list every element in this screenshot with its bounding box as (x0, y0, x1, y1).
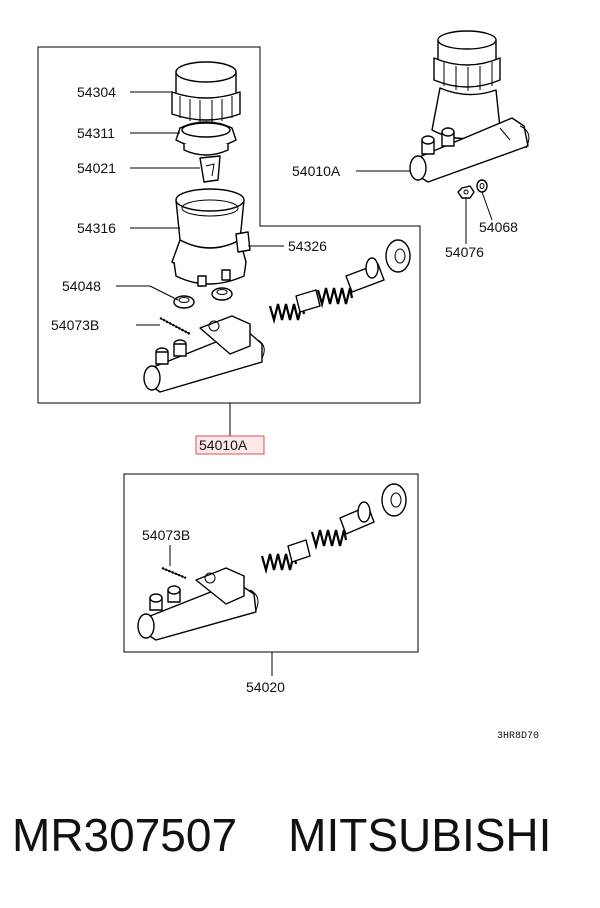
label-band: 54326 (288, 238, 327, 254)
master-cylinder-assembly-top-right[interactable] (409, 30, 530, 183)
reservoir-cap-part[interactable] (171, 61, 241, 122)
pin-upper-part[interactable] (159, 317, 191, 335)
strainer-part[interactable] (199, 155, 221, 183)
grommet-part[interactable] (173, 287, 233, 309)
lower-kit-frame (123, 473, 419, 653)
label-grommet: 54048 (62, 278, 101, 294)
piston-assembly-upper[interactable] (268, 239, 411, 325)
band-part[interactable] (235, 231, 251, 253)
highlight-box (195, 435, 265, 455)
label-reservoir: 54316 (77, 220, 116, 236)
washer-part[interactable] (476, 179, 488, 193)
reservoir-part[interactable] (171, 188, 247, 287)
pin-lower-part[interactable] (161, 566, 187, 580)
nut-part[interactable] (457, 185, 475, 199)
leader-lines (116, 91, 493, 676)
cylinder-body-upper[interactable] (143, 315, 265, 393)
label-gasket: 54311 (77, 125, 115, 141)
cylinder-body-lower[interactable] (137, 567, 259, 641)
label-cylinder-kit: 54020 (246, 679, 285, 695)
label-pin-upper: 54073B (51, 317, 99, 333)
label-assy-top-right: 54010A (292, 163, 341, 179)
gasket-part[interactable] (175, 121, 237, 156)
part-caption: MR307507 MITSUBISHI (12, 808, 551, 862)
piston-assembly-lower[interactable] (260, 483, 407, 575)
part-number: MR307507 (12, 809, 238, 861)
label-cap: 54304 (77, 84, 116, 100)
label-washer: 54068 (479, 219, 518, 235)
label-assy-highlight[interactable]: 54010A (199, 437, 248, 453)
brand-name: MITSUBISHI (288, 809, 552, 861)
label-pin-lower: 54073B (142, 527, 190, 543)
upper-assembly-frame (37, 46, 421, 404)
label-nut: 54076 (445, 244, 484, 260)
label-strainer: 54021 (77, 160, 116, 176)
diagram-code: 3HR8D70 (497, 731, 539, 742)
